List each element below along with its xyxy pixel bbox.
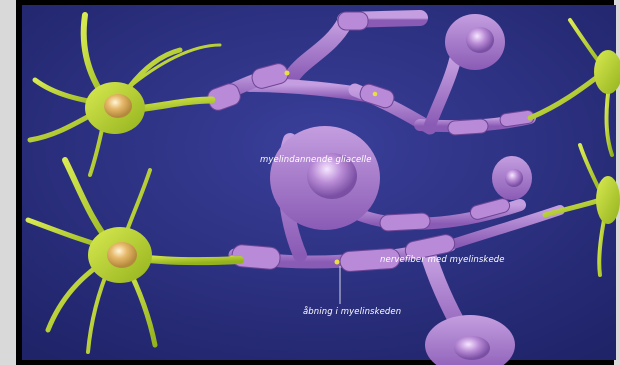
neuron-soma bbox=[596, 176, 620, 224]
neuron-nucleus bbox=[107, 242, 137, 268]
glia-cell-main bbox=[270, 126, 380, 230]
myelin-gap-marker bbox=[335, 260, 340, 265]
node-marker bbox=[373, 92, 378, 97]
glia-cell-small bbox=[492, 156, 532, 200]
neuron-nucleus bbox=[104, 94, 132, 118]
label-myelin-gap: åbning i myelinskeden bbox=[303, 306, 401, 317]
label-myelinated-fiber: nervefiber med myelinskede bbox=[380, 255, 505, 265]
node-marker bbox=[285, 71, 290, 76]
glia-cell-top bbox=[445, 14, 505, 70]
label-glia-cell: myelindannende gliacelle bbox=[260, 155, 372, 165]
